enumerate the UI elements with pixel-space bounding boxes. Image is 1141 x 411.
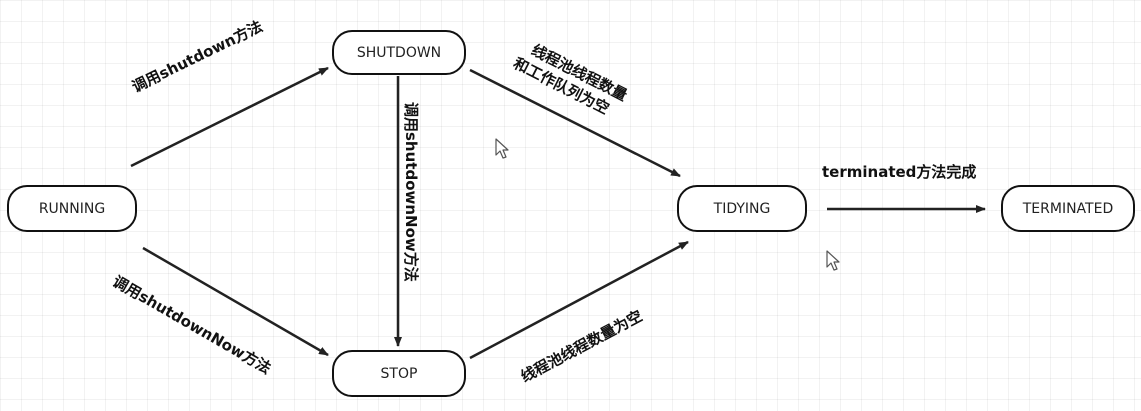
arrow-stop-to-tidying (469, 240, 689, 360)
state-terminated: TERMINATED (1001, 185, 1135, 232)
label-tidying-to-terminated: terminated方法完成 (822, 163, 977, 181)
mouse-pointer-icon (826, 250, 840, 271)
state-tidying: TIDYING (677, 185, 807, 232)
state-tidying-label: TIDYING (713, 200, 771, 217)
arrow-running-to-shutdown (130, 66, 329, 168)
arrow-running-to-stop (142, 246, 329, 357)
state-shutdown-label: SHUTDOWN (356, 44, 442, 61)
label-shutdown-to-stop: 调用shutdownNow方法 (402, 102, 420, 282)
state-running-label: RUNNING (38, 200, 106, 217)
mouse-pointer-icon (495, 138, 509, 159)
state-shutdown: SHUTDOWN (332, 30, 466, 75)
state-running: RUNNING (7, 185, 137, 232)
state-stop: STOP (332, 350, 466, 397)
state-terminated-label: TERMINATED (1022, 200, 1114, 217)
arrow-shutdown-to-tidying (469, 68, 681, 178)
state-stop-label: STOP (380, 365, 418, 382)
